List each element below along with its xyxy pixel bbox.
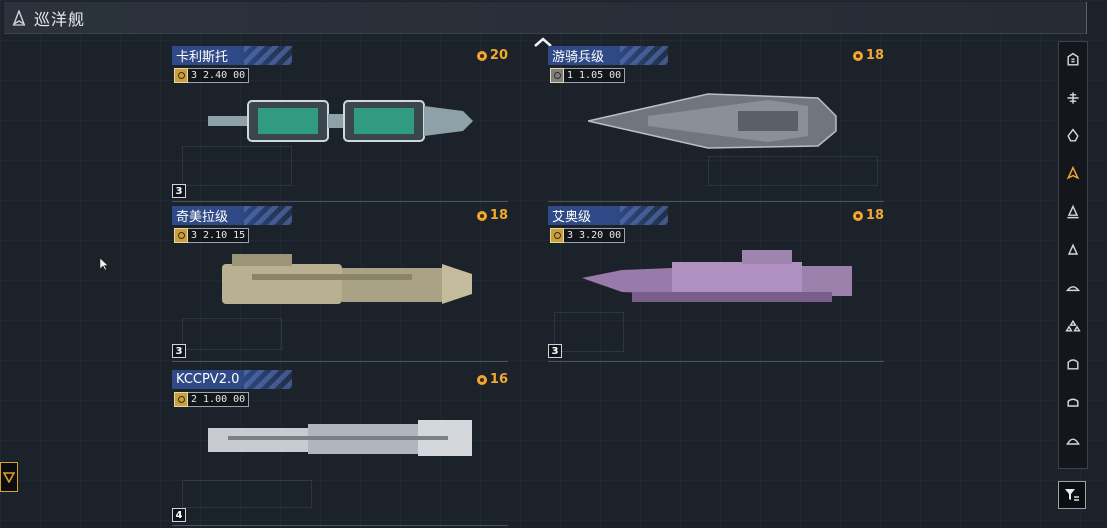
blueprint-schematic [708,156,878,186]
ship-class-3-icon[interactable] [1063,126,1083,145]
stat-value: 2 1.00 00 [188,392,250,407]
banner-stripes [244,370,292,389]
ship-image[interactable] [208,416,474,460]
blueprint-schematic [182,146,292,186]
ship-card[interactable]: 奇美拉级 18 3 2.10 15 3 [172,206,508,362]
command-points-icon [852,50,863,61]
card-divider [172,525,508,526]
blueprint-schematic [182,480,312,508]
ship-points: 18 [852,208,884,223]
ship-class-8-icon[interactable] [1063,316,1083,335]
banner-stripes [244,46,292,65]
filter-icon [1065,489,1079,501]
card-divider [172,201,508,202]
ship-name: 奇美拉级 [176,210,229,225]
ship-class-1-icon[interactable] [1063,50,1083,69]
banner-stripes [244,206,292,225]
ship-points: 18 [476,208,508,223]
rank-icon [3,472,15,483]
ship-class-7-icon-glyph [1065,285,1081,291]
ship-class-9-icon[interactable] [1063,354,1083,373]
ship-stat: 3 3.20 00 [550,228,626,243]
ship-name: 卡利斯托 [176,50,229,65]
page-header: 巡洋舰 [4,2,1086,34]
ship-image[interactable] [588,86,838,156]
side-badge[interactable] [0,462,18,492]
ship-class-6-icon[interactable] [1063,240,1083,259]
ship-image[interactable] [582,248,854,314]
ship-points: 18 [852,48,884,63]
ship-stat: 1 1.05 00 [550,68,626,83]
banner-stripes [620,46,668,65]
points-value: 16 [489,372,508,387]
ship-card[interactable]: KCCPV2.0 16 2 1.00 00 4 [172,370,508,526]
ship-class-10-icon[interactable] [1063,392,1083,411]
ship-class-1-icon-glyph [1067,52,1079,66]
ship-class-5-icon[interactable] [1063,202,1083,221]
command-points-icon [476,210,487,221]
stat-value: 3 2.10 15 [188,228,250,243]
mouse-cursor-icon [99,257,109,271]
ship-class-10-icon-glyph [1067,397,1079,407]
ship-class-2-icon[interactable] [1063,88,1083,107]
ship-name: 艾奥级 [552,210,592,225]
blueprint-schematic [554,312,624,352]
stat-icon [174,392,188,407]
ship-class-7-icon[interactable] [1063,278,1083,297]
stat-icon [174,68,188,83]
points-value: 18 [865,48,884,63]
ship-card[interactable]: 卡利斯托 20 3 2.40 00 3 [172,46,508,202]
ship-class-sidebar [1058,41,1088,469]
filter-button[interactable] [1058,481,1086,509]
tier-badge: 3 [548,344,562,358]
ship-points: 20 [476,48,508,63]
points-value: 18 [489,208,508,223]
ship-stat: 3 2.40 00 [174,68,250,83]
page-title: 巡洋舰 [34,9,86,29]
command-points-icon [852,210,863,221]
blueprint-schematic [182,318,282,350]
cruiser-icon[interactable] [1063,164,1083,183]
ship-class-2-icon-glyph [1067,91,1079,104]
ship-class-6-icon-glyph [1067,242,1079,255]
cruiser-icon-glyph [1066,165,1080,180]
command-points-icon [476,374,487,385]
stat-icon [174,228,188,243]
ship-class-11-icon-glyph [1066,437,1080,445]
header-divider [1086,2,1087,34]
tier-badge: 4 [172,508,186,522]
card-divider [548,361,884,362]
ship-stat: 3 2.10 15 [174,228,250,243]
ship-image[interactable] [208,96,478,146]
tier-badge: 3 [172,344,186,358]
ship-name: KCCPV2.0 [176,372,240,387]
stat-value: 3 2.40 00 [188,68,250,83]
ship-class-5-icon-glyph [1067,204,1079,218]
ship-card[interactable]: 艾奥级 18 3 3.20 00 3 [548,206,884,362]
points-value: 18 [865,208,884,223]
stat-icon [550,68,564,83]
ship-stat: 2 1.00 00 [174,392,250,407]
command-points-icon [476,50,487,61]
ship-image[interactable] [222,250,474,314]
points-value: 20 [489,48,508,63]
ship-points: 16 [476,372,508,387]
stat-icon [550,228,564,243]
ship-class-8-icon-glyph [1065,319,1081,332]
cruiser-icon [12,9,26,26]
banner-stripes [620,206,668,225]
ship-card[interactable]: 游骑兵级 18 1 1.05 00 [548,46,884,202]
stat-value: 3 3.20 00 [564,228,626,243]
card-divider [172,361,508,362]
scroll-up-icon[interactable] [533,36,553,48]
stat-value: 1 1.05 00 [564,68,626,83]
ship-class-3-icon-glyph [1067,127,1079,142]
tier-badge: 3 [172,184,186,198]
ship-class-11-icon[interactable] [1063,430,1083,449]
ship-name: 游骑兵级 [552,50,605,65]
ship-class-9-icon-glyph [1067,358,1079,370]
card-divider [548,201,884,202]
